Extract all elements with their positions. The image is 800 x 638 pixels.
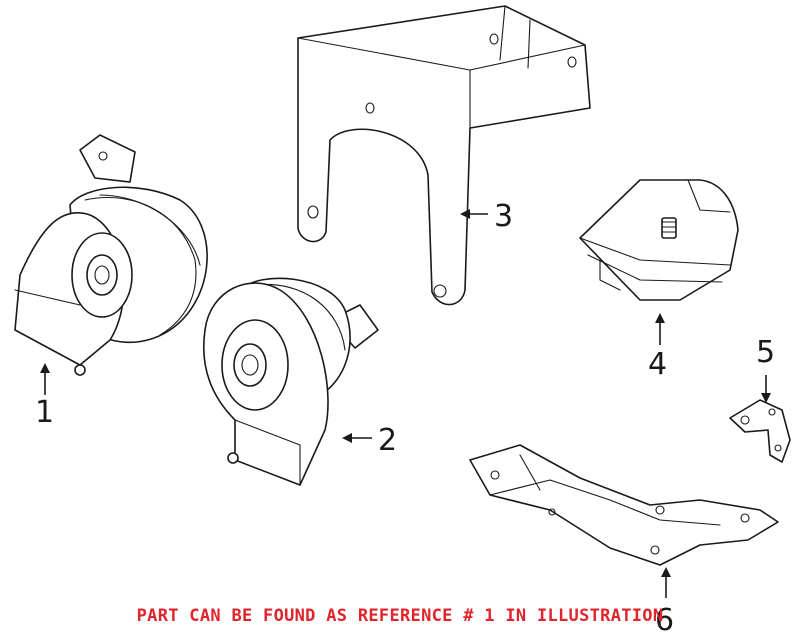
bracket-part-6[interactable] xyxy=(469,444,779,566)
reference-caption: PART CAN BE FOUND AS REFERENCE # 1 IN IL… xyxy=(136,606,664,626)
ref-number-1: 1 xyxy=(35,395,54,430)
bracket-part-5[interactable] xyxy=(729,399,791,463)
ref-number-6: 6 xyxy=(655,603,674,638)
ref-number-4: 4 xyxy=(648,347,667,382)
ref-number-5: 5 xyxy=(756,335,775,370)
ref-number-3: 3 xyxy=(494,199,513,234)
callout-arrows xyxy=(40,209,771,598)
bracket-part-3[interactable] xyxy=(297,5,591,306)
horn-part-2[interactable] xyxy=(202,277,379,486)
module-part-4[interactable] xyxy=(579,179,739,301)
ref-number-2: 2 xyxy=(378,423,397,458)
horn-part-1[interactable] xyxy=(14,134,208,376)
